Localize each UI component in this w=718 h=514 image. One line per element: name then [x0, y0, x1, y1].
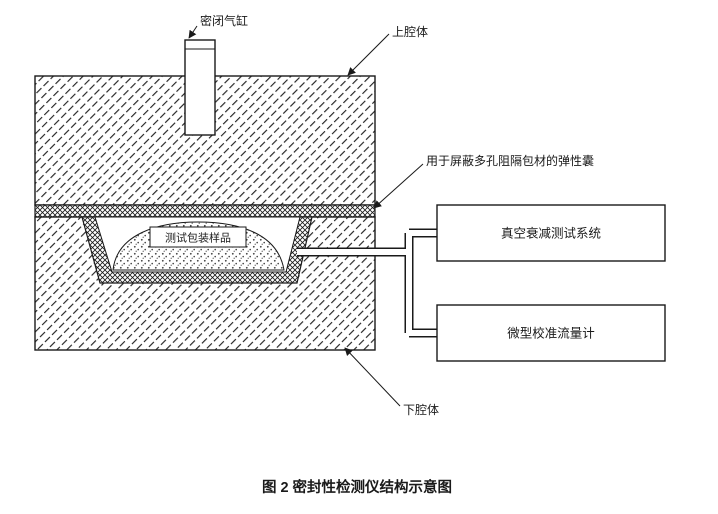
elastic-membrane [34, 204, 376, 218]
figure-caption: 图 2 密封性检测仪结构示意图 [262, 478, 452, 496]
sample-label: 测试包装样品 [165, 231, 231, 245]
flow-meter-box [436, 304, 666, 362]
lower-chamber-leader-line [344, 347, 401, 407]
cylinder-label: 密闭气缸 [200, 13, 248, 28]
cylinder-leader-line [188, 25, 198, 39]
sample-label-box [149, 226, 247, 248]
lower-chamber-label: 下腔体 [403, 402, 439, 417]
upper-chamber-leader-line [347, 33, 390, 76]
vacuum-system-label: 真空衰减测试系统 [501, 226, 601, 241]
pipe-network [297, 228, 437, 338]
sealed-cylinder [184, 39, 216, 136]
bladder-label: 用于屏蔽多孔阻隔包材的弹性囊 [426, 153, 594, 168]
flow-meter-label: 微型校准流量计 [507, 326, 595, 341]
vacuum-system-box [436, 204, 666, 262]
bladder-leader-line [373, 163, 424, 209]
upper-chamber-label: 上腔体 [392, 24, 428, 39]
